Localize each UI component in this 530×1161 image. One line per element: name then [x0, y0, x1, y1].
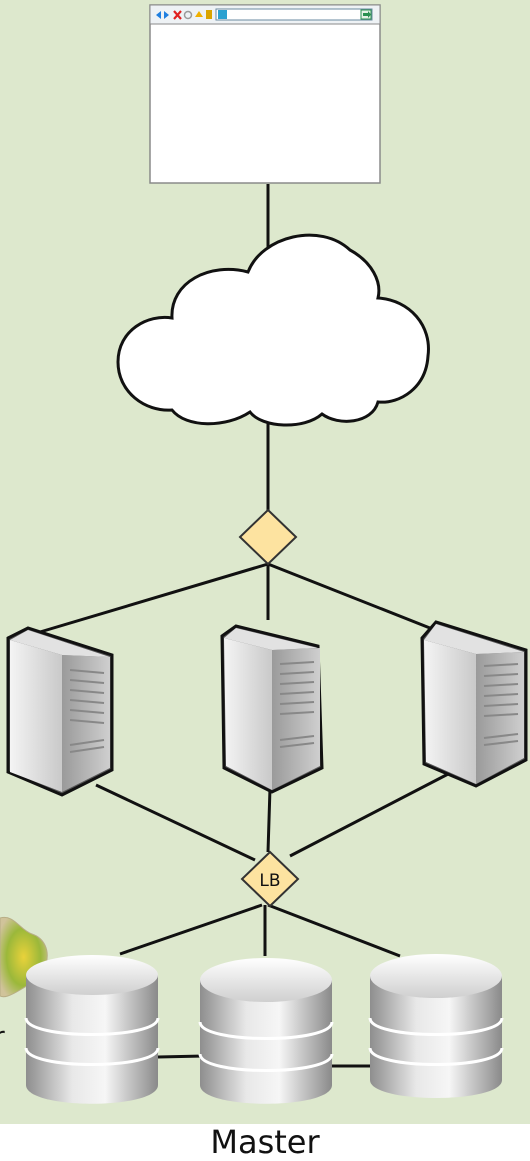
site-favicon [218, 10, 227, 19]
database-master [24, 955, 160, 1104]
bookmark-icon [206, 10, 212, 19]
partial-left-label: r [0, 1022, 5, 1052]
browser-window-icon [149, 4, 381, 184]
server-left-lb-link [95, 783, 256, 862]
reload-icon [183, 10, 193, 20]
gateway-diamond [238, 508, 298, 566]
drive-bays-icon [279, 661, 315, 748]
load-balancer-label: LB [259, 871, 280, 891]
go-arrow-icon [363, 11, 371, 18]
drive-bays-icon [483, 663, 519, 746]
gateway-server-right-link [267, 562, 441, 634]
server-right [420, 620, 528, 788]
db-left-middle-link [157, 1054, 205, 1059]
database-right [368, 954, 504, 1098]
server-middle-lb-link [266, 787, 272, 853]
drive-bays-icon [69, 669, 105, 753]
lb-db-right-link [267, 903, 401, 958]
load-balancer-diamond [240, 850, 300, 908]
caption-background [0, 1124, 530, 1161]
gateway-server-left-link [39, 562, 269, 634]
lb-db-left-link [119, 903, 263, 956]
stop-icon [173, 10, 182, 20]
browser-frame [149, 4, 381, 184]
forward-arrow-icon [164, 11, 169, 19]
internet-cloud [116, 233, 430, 427]
master-label: Master [210, 1123, 320, 1161]
database-middle [198, 958, 334, 1104]
server-right-lb-link [289, 770, 453, 858]
home-icon [195, 11, 203, 17]
server-middle [220, 624, 324, 794]
address-bar [215, 8, 373, 21]
connection-lines [39, 184, 453, 1068]
back-arrow-icon [156, 11, 161, 19]
server-left [6, 626, 114, 797]
